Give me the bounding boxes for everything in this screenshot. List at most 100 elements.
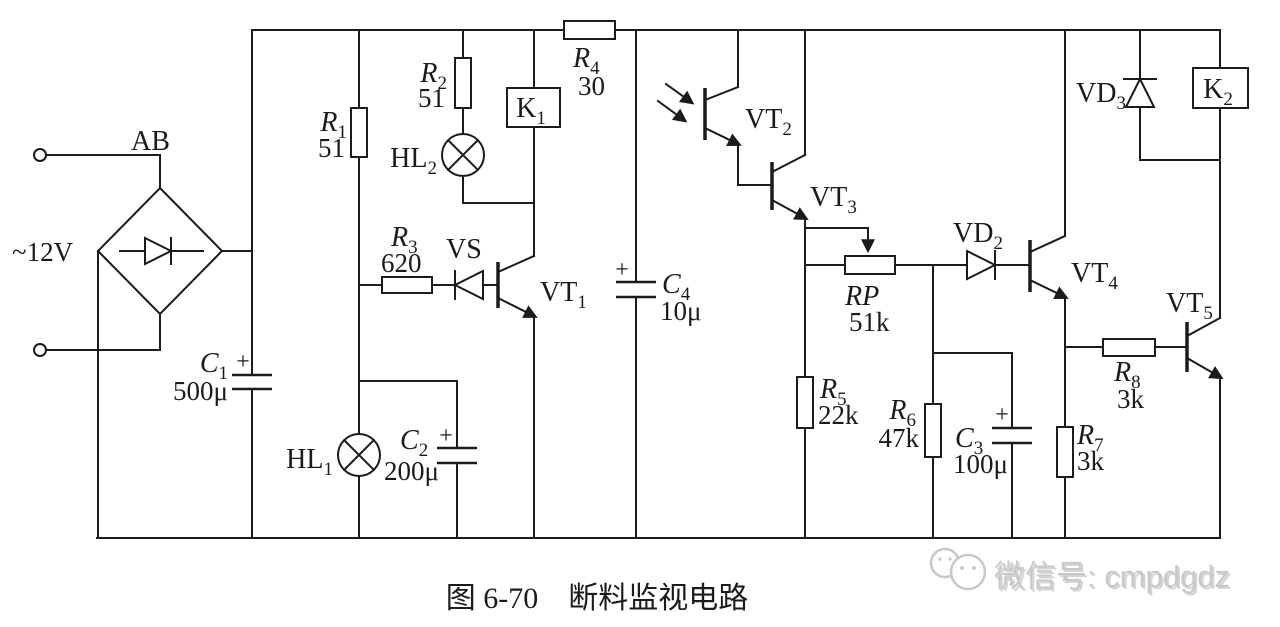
resistor-r1-value: 51	[318, 133, 345, 163]
lamp-hl2-cross-icon	[446, 138, 480, 172]
wechat-icon	[929, 547, 987, 591]
capacitor-c3-plates-icon	[992, 426, 1032, 445]
capacitor-c4-label: C4	[662, 269, 691, 305]
transistor-vt3: VT3	[770, 153, 857, 221]
potentiometer-rp-body-icon	[844, 255, 896, 275]
lamp-hl1-label: HL1	[286, 444, 333, 480]
transistor-vt1-collector-icon	[496, 254, 536, 274]
resistor-r3-label: R3	[390, 222, 418, 258]
transistor-vt5: VT5	[1166, 288, 1224, 380]
transistor-vt4-collector-icon	[1028, 234, 1067, 254]
diode-vs-label: VS	[446, 234, 482, 265]
resistor-r5: R5 22k	[796, 374, 859, 430]
diode-vs-triangle-icon	[452, 269, 484, 301]
resistor-r8-label: R8	[1113, 357, 1141, 393]
resistor-r6-label: R6	[888, 395, 916, 431]
resistor-r8: R8 3k	[1102, 338, 1156, 414]
terminal-top-icon	[33, 148, 47, 162]
resistor-r5-label: R5	[819, 374, 847, 410]
figure-caption: 图 6-70 断料监视电路	[446, 582, 749, 615]
input-voltage-label: ~12V	[12, 237, 74, 267]
relay-k2: K2	[1192, 67, 1249, 110]
capacitor-c1-plates-icon	[232, 373, 272, 391]
capacitor-c3-label: C3	[955, 423, 983, 459]
potentiometer-rp-label: RP	[844, 281, 879, 312]
resistor-r1-label: R1	[319, 107, 347, 143]
capacitor-c2-polarity: +	[439, 423, 453, 449]
lamp-hl2: HL2	[390, 133, 485, 179]
resistor-r4: R4 30	[563, 20, 616, 101]
resistor-r6-body-icon	[924, 403, 942, 458]
relay-k1-body-icon	[506, 87, 561, 128]
relay-k2-label: K2	[1203, 74, 1233, 110]
bridge-diode-triangle-icon	[144, 236, 174, 266]
resistor-r7-value: 3k	[1077, 446, 1105, 476]
resistor-r2-label: R2	[419, 58, 447, 94]
lamp-hl1: HL1	[286, 433, 381, 480]
watermark-text: 微信号: cmpdgdz	[994, 559, 1230, 594]
capacitor-c3-polarity: +	[995, 402, 1009, 428]
transistor-vt4: VT4	[1028, 234, 1118, 300]
relay-k2-body-icon	[1192, 67, 1249, 109]
phototransistor-vt2-collector-icon	[703, 85, 740, 102]
capacitor-c1-polarity: +	[236, 349, 250, 375]
phototransistor-vt2-label: VT2	[745, 104, 792, 140]
terminal-bottom-icon	[33, 343, 47, 357]
bridge-rectifier-ab: AB	[96, 126, 224, 316]
resistor-r3-body-icon	[381, 276, 433, 294]
resistor-r4-value: 30	[578, 71, 605, 101]
transistor-vt1: VT1	[496, 254, 587, 318]
transistor-vt4-emitter-icon	[1028, 278, 1069, 300]
watermark-shadow-text: 微信号: cmpdgdz	[996, 561, 1232, 596]
resistor-r4-label: R4	[572, 43, 600, 79]
capacitor-c2-plates-icon	[437, 446, 477, 465]
light-arrow-icon	[656, 99, 688, 123]
lamp-hl1-cross-icon	[342, 438, 376, 472]
transistor-vt5-emitter-icon	[1185, 356, 1224, 380]
diode-vd2-label: VD2	[953, 218, 1003, 254]
transistor-vt3-collector-icon	[770, 153, 807, 174]
resistor-r4-body-icon	[563, 20, 616, 40]
watermark: 微信号: cmpdgdz 微信号: cmpdgdz	[929, 547, 1232, 596]
phototransistor-vt2-emitter-icon	[703, 126, 742, 147]
capacitor-c4: + C4 10μ	[615, 257, 701, 326]
resistor-r5-body-icon	[796, 376, 814, 429]
capacitor-c2-label: C2	[400, 425, 428, 461]
resistor-r1: R1 51	[318, 107, 368, 163]
resistor-r3: R3 620	[381, 222, 433, 294]
light-arrow-icon	[664, 82, 695, 105]
resistor-r2: R2 51	[418, 57, 472, 113]
resistor-r3-value: 620	[381, 248, 422, 278]
phototransistor-vt2: VT2	[656, 82, 792, 147]
potentiometer-rp: RP 51k	[844, 227, 896, 337]
resistor-r1-body-icon	[350, 107, 368, 158]
diode-vd3-triangle-icon	[1124, 76, 1156, 108]
relay-k1-label: K1	[516, 93, 546, 129]
transistor-vt3-label: VT3	[810, 182, 857, 218]
resistor-r2-value: 51	[418, 83, 445, 113]
capacitor-c2: C2 + 200μ	[384, 423, 477, 486]
transistor-vt1-emitter-icon	[496, 296, 538, 318]
potentiometer-rp-value: 51k	[849, 307, 890, 337]
transistor-vt4-label: VT4	[1071, 258, 1118, 294]
diode-vd3-label: VD3	[1076, 78, 1126, 114]
diode-vd3: VD3	[1076, 76, 1157, 114]
diode-vd2: VD2	[953, 218, 1003, 281]
relay-k1: K1	[506, 87, 561, 129]
capacitor-c3-value: 100μ	[953, 449, 1008, 479]
ac-input-terminals: ~12V	[12, 148, 74, 357]
transistor-vt5-collector-icon	[1185, 316, 1222, 338]
resistor-r7-label: R7	[1076, 420, 1104, 456]
transistor-vt1-label: VT1	[540, 277, 587, 313]
capacitor-c1: C1 + 500μ	[173, 348, 272, 406]
capacitor-c4-plates-icon	[616, 280, 656, 299]
lamp-hl2-label: HL2	[390, 143, 437, 179]
capacitor-c1-label: C1	[200, 348, 228, 384]
capacitor-c4-value: 10μ	[660, 296, 701, 326]
resistor-r8-value: 3k	[1117, 384, 1145, 414]
resistor-r2-body-icon	[454, 57, 472, 109]
resistor-r7-body-icon	[1056, 426, 1074, 478]
capacitor-c4-polarity: +	[615, 257, 629, 283]
